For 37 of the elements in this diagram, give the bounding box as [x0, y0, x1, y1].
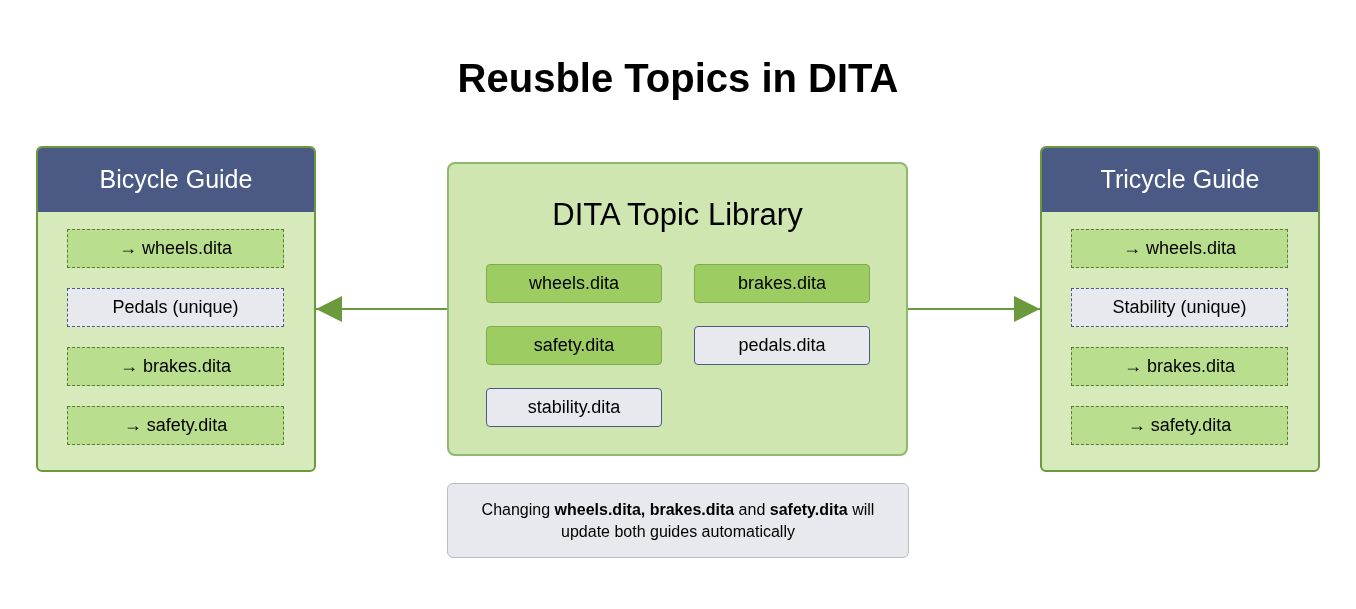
guide-header: Bicycle Guide — [38, 148, 314, 212]
topic-name: Stability (unique) — [1112, 296, 1247, 319]
topic-box — [486, 388, 662, 427]
guide-panel — [36, 146, 316, 472]
arrow — [315, 296, 448, 322]
topic-reference-box — [67, 347, 284, 386]
unique-topic-box — [67, 288, 284, 327]
topic-reference-box — [1071, 347, 1288, 386]
topic-name: → brakes.dita — [119, 355, 232, 378]
note-text: Changing wheels.dita, brakes.dita and safety.dita will update both guides automatically — [480, 499, 876, 542]
topic-box — [694, 326, 870, 365]
topic-name: Pedals (unique) — [112, 296, 239, 319]
topic-name: brakes.dita — [737, 272, 827, 295]
topic-name: stability.dita — [527, 396, 621, 419]
shared-topic-box — [486, 264, 662, 303]
topic-name: safety.dita — [533, 334, 615, 357]
topic-name: → safety.dita — [123, 414, 228, 437]
library-title: DITA Topic Library — [551, 196, 804, 234]
topic-reference-box — [67, 229, 284, 268]
topic-reference-box — [1071, 229, 1288, 268]
topic-reference-box — [1071, 406, 1288, 445]
arrow — [907, 296, 1041, 322]
topic-name: → safety.dita — [1127, 414, 1232, 437]
guide-panel — [1040, 146, 1320, 472]
topic-name: → wheels.dita — [1122, 237, 1237, 260]
topic-name: → wheels.dita — [118, 237, 233, 260]
library-panel — [447, 162, 908, 456]
diagram-title: Reusble Topics in DITA — [456, 55, 900, 102]
topic-name: → brakes.dita — [1123, 355, 1236, 378]
topic-name: wheels.dita — [528, 272, 620, 295]
topic-reference-box — [67, 406, 284, 445]
shared-topic-box — [694, 264, 870, 303]
unique-topic-box — [1071, 288, 1288, 327]
topic-name: pedals.dita — [738, 334, 826, 357]
shared-topic-box — [486, 326, 662, 365]
note-box — [447, 483, 909, 558]
guide-header: Tricycle Guide — [1042, 148, 1318, 212]
